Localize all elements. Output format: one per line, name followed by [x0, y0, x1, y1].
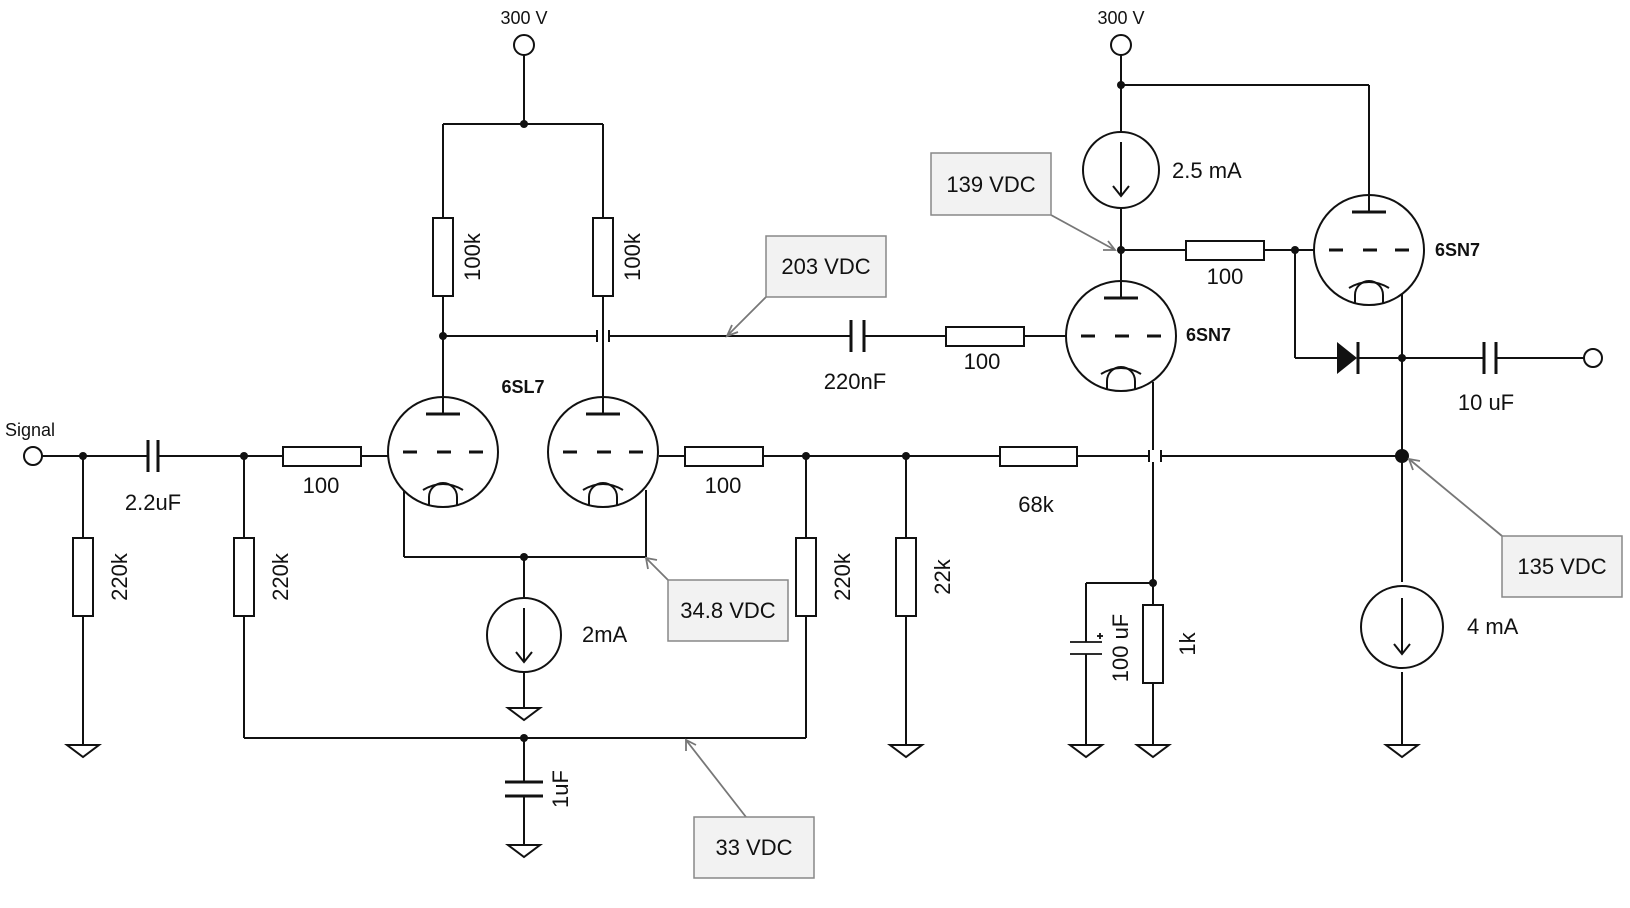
signal-input-terminal [23, 446, 43, 466]
capacitor-output [1482, 342, 1498, 374]
tube-input-right [547, 396, 659, 508]
grounds [64, 707, 1421, 859]
resistor-feedback-shunt [895, 537, 917, 617]
tube-label-6sl7: 6SL7 [501, 377, 544, 397]
output-terminal [1583, 348, 1603, 368]
resistor-input-shunt [72, 537, 94, 617]
supply-label-right: 300 V [1097, 8, 1144, 28]
terminals [23, 34, 1603, 466]
wires [41, 55, 1584, 845]
supply-label-left: 300 V [500, 8, 547, 28]
callout-box-34 [667, 579, 789, 642]
callout-leaders [644, 214, 1503, 818]
label-plate-load-right: 100k [620, 232, 645, 281]
label-feedback-res: 68k [1018, 492, 1054, 517]
wire-crossovers [596, 330, 1162, 462]
voltage-callouts: 203 VDC 139 VDC 34.8 VDC 33 VDC 135 VDC [667, 152, 1623, 879]
resistor-feedback [999, 446, 1078, 467]
callout-34-8-vdc: 34.8 VDC [680, 598, 775, 623]
resistor-plate-load-left [432, 217, 454, 297]
callout-box-135 [1501, 535, 1623, 598]
signal-label: Signal [5, 420, 55, 440]
ground-symbol [1134, 744, 1172, 759]
ground-symbol [887, 744, 925, 759]
diode [1337, 342, 1360, 374]
label-grid-stopper-left: 100 [303, 473, 340, 498]
ground-symbol [505, 707, 543, 722]
current-source-bottom [1360, 585, 1444, 669]
label-grid-bias-left: 220k [268, 552, 293, 601]
junction-dots [79, 81, 1409, 742]
label-plate-load-left: 100k [460, 232, 485, 281]
callout-203-vdc: 203 VDC [781, 254, 870, 279]
label-mid-grid-stopper: 100 [964, 349, 1001, 374]
label-cathode-res: 1k [1175, 631, 1200, 655]
resistor-cathode [1142, 604, 1164, 684]
label-tail-current: 2mA [582, 622, 628, 647]
tube-label-6sn7-middle: 6SN7 [1186, 325, 1231, 345]
callout-33-vdc: 33 VDC [715, 835, 792, 860]
tube-input-left [387, 396, 499, 508]
ground-symbol [505, 844, 543, 859]
label-output-cap: 10 uF [1458, 390, 1514, 415]
capacitor-cathode [1070, 633, 1103, 655]
resistor-grid-stopper-right [684, 446, 764, 467]
callout-box-139 [930, 152, 1052, 216]
ground-symbol [64, 744, 102, 759]
resistor-grid-bias-left [233, 537, 255, 617]
label-input-cap: 2.2uF [125, 490, 181, 515]
label-input-shunt: 220k [107, 552, 132, 601]
callout-139-vdc: 139 VDC [946, 172, 1035, 197]
label-bias-cap: 1uF [548, 770, 573, 808]
capacitors [146, 320, 1498, 798]
callout-135-vdc: 135 VDC [1517, 554, 1606, 579]
resistor-grid-bias-right [795, 537, 817, 617]
capacitor-input [146, 440, 160, 472]
label-feedback-shunt: 22k [930, 558, 955, 594]
supply-terminal-left [513, 34, 535, 56]
component-labels: 300 V 300 V Signal 6SL7 6SN7 6SN7 2.2uF … [5, 8, 1519, 808]
tube-middle [1065, 280, 1177, 392]
resistors [72, 217, 1265, 684]
resistor-mid-grid-stopper [945, 326, 1025, 347]
resistor-grid-stopper-left [282, 446, 362, 467]
label-out-grid-res: 100 [1207, 264, 1244, 289]
label-cathode-cap: 100 uF [1108, 614, 1133, 683]
label-grid-bias-right: 220k [830, 552, 855, 601]
resistor-plate-load-right [592, 217, 614, 297]
capacitor-coupling [849, 320, 866, 352]
label-grid-stopper-right: 100 [705, 473, 742, 498]
tube-output [1313, 194, 1425, 306]
callout-box-33 [693, 816, 815, 879]
supply-terminal-right [1110, 34, 1132, 56]
current-source-tail [486, 597, 562, 673]
capacitor-bias [505, 780, 543, 798]
tube-label-6sn7-output: 6SN7 [1435, 240, 1480, 260]
label-coupling-cap: 220nF [824, 369, 886, 394]
ground-symbol [1383, 744, 1421, 759]
label-bottom-current: 4 mA [1467, 614, 1519, 639]
callout-box-203 [765, 235, 887, 298]
ground-symbol [1067, 744, 1105, 759]
resistor-out-grid [1185, 240, 1265, 261]
label-top-current: 2.5 mA [1172, 158, 1242, 183]
current-sources [486, 131, 1444, 673]
current-source-top [1082, 131, 1160, 209]
